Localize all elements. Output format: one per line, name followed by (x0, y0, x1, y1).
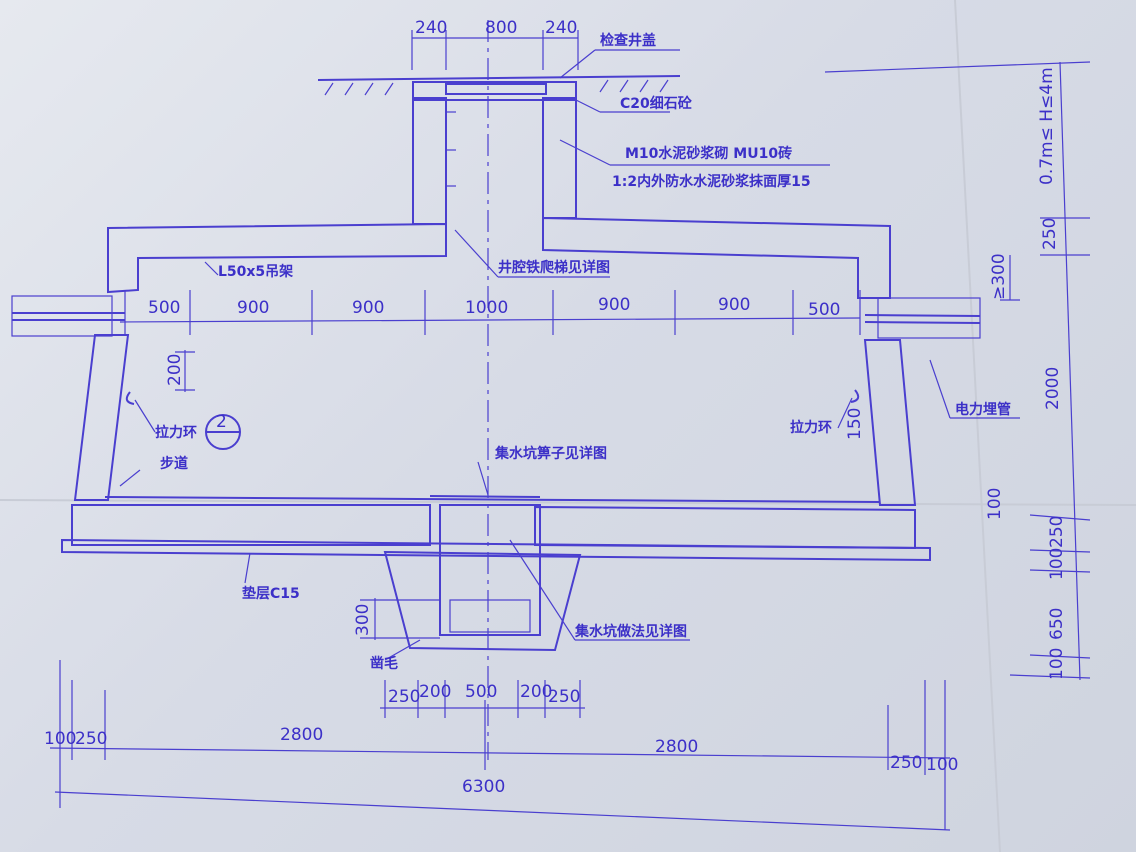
dim-span-2: 900 (352, 298, 384, 318)
dim-right-650: 650 (1047, 608, 1067, 640)
dim-sump-300-line (360, 598, 440, 640)
label-c20: C20细石砼 (620, 95, 693, 112)
dim-base-right-0: 2800 (655, 737, 698, 757)
dim-base-left-1: 250 (75, 729, 107, 749)
label-l50: L50x5吊架 (218, 263, 293, 280)
dim-150: 150 (845, 408, 865, 440)
label-pull-right: 拉力环 (790, 419, 832, 436)
label-sump: 集水坑做法见详图 (574, 623, 687, 640)
sump-bottom (449, 599, 531, 633)
label-plaster: 1:2内外防水水泥砂浆抹面厚15 (612, 173, 811, 190)
dim-base-left-0: 100 (44, 729, 76, 749)
dim-sump-bottom-3: 200 (520, 682, 552, 702)
dim-span-6: 500 (808, 300, 840, 320)
dim-right-neck: 0.7m≤ H≤4m (1037, 67, 1057, 185)
neck-wall-left (412, 97, 447, 225)
dim-right-250: 250 (1047, 516, 1067, 548)
side-wall-right (863, 339, 917, 506)
label-grate: 集水坑箅子见详图 (494, 445, 607, 462)
top-slab-left (107, 222, 447, 294)
dim-total: 6300 (462, 777, 505, 797)
sump-pit (439, 504, 541, 636)
walkway-line (104, 496, 881, 503)
side-wall-left (73, 334, 130, 501)
dim-span-4: 900 (598, 295, 630, 315)
dim-sump-bottom-0: 250 (388, 687, 420, 707)
label-cushion: 垫层C15 (242, 585, 300, 602)
cushion-layer (61, 538, 931, 562)
dim-sump-300: 300 (353, 604, 373, 636)
dim-200: 200 (165, 354, 185, 386)
ground-line (317, 75, 681, 96)
label-pull-left: 拉力环 (155, 424, 197, 441)
sump-grate (429, 495, 541, 498)
dim-span-3: 1000 (465, 298, 508, 318)
manhole-cover (445, 83, 547, 95)
label-power: 电力埋管 (955, 401, 1011, 418)
sump-bottom-dimension-line (380, 680, 585, 718)
dim-top-1: 800 (485, 18, 517, 38)
neck-wall-right (542, 97, 577, 219)
label-walkway: 步道 (160, 455, 188, 472)
label-cover: 检查井盖 (600, 32, 656, 49)
dim-span-1: 900 (237, 298, 269, 318)
label-m10: M10水泥砂浆砌 MU10砖 (625, 145, 792, 162)
dim-right-100b: 100 (1047, 548, 1067, 580)
top-dimension-line (411, 30, 579, 70)
pipe-left (11, 295, 125, 337)
dim-span-5: 900 (718, 295, 750, 315)
section-mark-number: 2 (216, 412, 227, 432)
dim-span-0: 500 (148, 298, 180, 318)
dim-base-left-2: 2800 (280, 725, 323, 745)
right-dimension-chain (824, 61, 1091, 681)
dim-top-0: 240 (415, 18, 447, 38)
leader-lines (119, 49, 1020, 661)
pull-ring-left (125, 391, 135, 405)
dim-sump-bottom-2: 500 (465, 682, 497, 702)
section-mark (205, 414, 241, 450)
pipe-right (864, 297, 981, 339)
paper-fold (0, 499, 1136, 506)
base-dimension-line (49, 660, 951, 831)
dim-right-pipe-gap: ≥300 (989, 253, 1009, 300)
sump-concrete (383, 550, 582, 652)
dim-right-height: 2000 (1043, 367, 1063, 410)
paper-fold-vertical (954, 0, 1001, 852)
label-rough: 凿毛 (370, 655, 398, 672)
dim-sump-bottom-4: 250 (548, 687, 580, 707)
span-dimension-line (119, 290, 861, 335)
dim-200-line (175, 350, 195, 392)
dim-sump-bottom-1: 200 (419, 682, 451, 702)
pull-ring-right (850, 389, 860, 403)
dim-right-100c: 100 (1047, 648, 1067, 680)
bottom-slab-right (534, 505, 916, 550)
c20-cap (412, 81, 577, 101)
dim-right-slab: 250 (1040, 218, 1060, 250)
dim-right-100a: 100 (985, 488, 1005, 520)
dim-base-right-1: 250 (890, 753, 922, 773)
ladder-rungs (446, 111, 456, 187)
bottom-slab-left (71, 504, 431, 546)
dim-base-right-2: 100 (926, 755, 958, 775)
top-slab-right (542, 216, 891, 299)
dim-top-2: 240 (545, 18, 577, 38)
label-ladder: 井腔铁爬梯见详图 (498, 259, 610, 276)
